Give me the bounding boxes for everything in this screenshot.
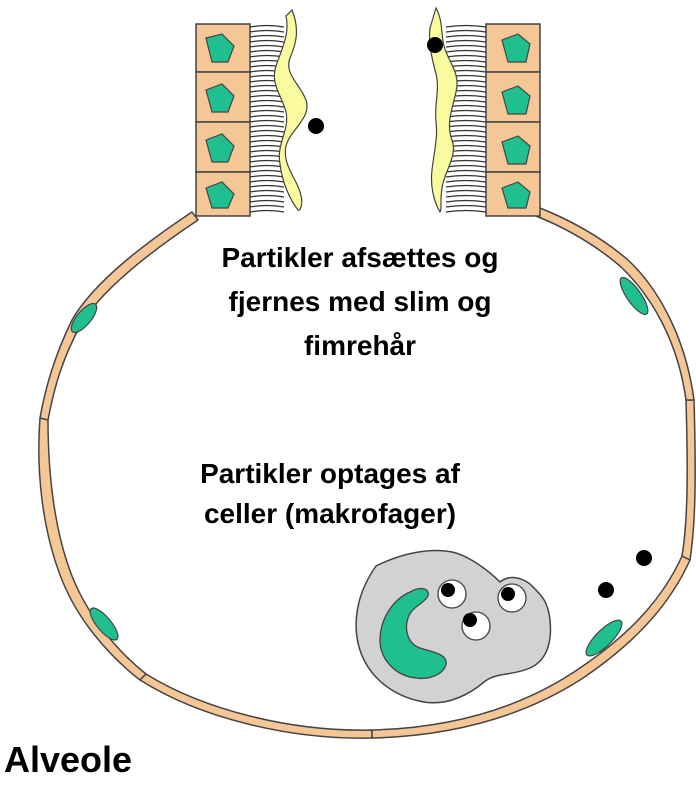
- particle-left-mucus: [308, 118, 324, 134]
- cilium: [250, 111, 284, 113]
- mucociliary-line-1: Partikler afsættes og: [160, 236, 560, 280]
- cilium: [250, 141, 284, 143]
- cilium: [446, 56, 486, 58]
- cilium: [250, 101, 284, 103]
- left-mucus: [274, 10, 307, 210]
- cilium: [250, 26, 284, 28]
- cilium: [446, 201, 486, 203]
- cilium: [250, 106, 284, 108]
- cilium: [446, 51, 486, 53]
- mucociliary-label: Partikler afsættes og fjernes med slim o…: [160, 236, 560, 368]
- particle-alveole-1: [636, 550, 652, 566]
- cilium: [446, 41, 486, 43]
- cilium: [446, 26, 486, 28]
- cilium: [446, 161, 486, 163]
- cilium: [250, 146, 284, 148]
- page-title: Alveole: [4, 736, 132, 784]
- cilium: [446, 121, 486, 123]
- wall-cell-bottom-left: [140, 674, 372, 738]
- cilium: [446, 176, 486, 178]
- cilium: [250, 36, 284, 38]
- cilium: [250, 51, 284, 53]
- cilium: [250, 126, 284, 128]
- macrophage: [356, 551, 550, 703]
- cilium: [446, 191, 486, 193]
- cilium: [446, 181, 486, 183]
- cilium: [446, 171, 486, 173]
- cilium: [250, 46, 284, 48]
- cilium: [446, 196, 486, 198]
- cilium: [250, 201, 284, 203]
- cilium: [250, 206, 284, 208]
- engulfed-particle-1: [441, 583, 455, 597]
- mucociliary-line-2: fjernes med slim og: [160, 280, 560, 324]
- cilium: [250, 151, 284, 153]
- macrophage-line-2: celler (makrofager): [130, 494, 530, 534]
- cilium: [250, 131, 284, 133]
- cilium: [250, 196, 284, 198]
- cilium: [446, 211, 486, 213]
- cilium: [446, 46, 486, 48]
- particle-right-top: [427, 37, 443, 53]
- cilium: [250, 136, 284, 138]
- cilium: [250, 31, 284, 33]
- cilium: [446, 116, 486, 118]
- cilium: [446, 131, 486, 133]
- cilium: [250, 181, 284, 183]
- cilium: [250, 41, 284, 43]
- right-epithelium: [429, 8, 540, 216]
- particle-alveole-2: [598, 582, 614, 598]
- left-epithelium: [196, 10, 307, 216]
- cilium: [250, 96, 284, 98]
- mucociliary-line-3: fimrehår: [160, 324, 560, 368]
- right-cilia: [446, 26, 486, 213]
- cilium: [250, 166, 284, 168]
- cilium: [250, 186, 284, 188]
- macrophage-label: Partikler optages af celler (makrofager): [130, 454, 530, 534]
- wall-cell-right-lower: [682, 400, 695, 560]
- engulfed-particle-3: [463, 613, 477, 627]
- left-cilia: [250, 26, 284, 213]
- cilium: [446, 126, 486, 128]
- cilium: [250, 176, 284, 178]
- macrophage-line-1: Partikler optages af: [130, 454, 530, 494]
- cilium: [446, 166, 486, 168]
- cilium: [250, 116, 284, 118]
- cilium: [446, 206, 486, 208]
- cilium: [446, 61, 486, 63]
- cilium: [446, 36, 486, 38]
- cilium: [250, 121, 284, 123]
- cilium: [250, 211, 284, 213]
- cilium: [446, 186, 486, 188]
- cilium: [250, 171, 284, 173]
- cilium: [446, 31, 486, 33]
- cilium: [250, 191, 284, 193]
- cilium: [446, 136, 486, 138]
- engulfed-particle-2: [501, 587, 515, 601]
